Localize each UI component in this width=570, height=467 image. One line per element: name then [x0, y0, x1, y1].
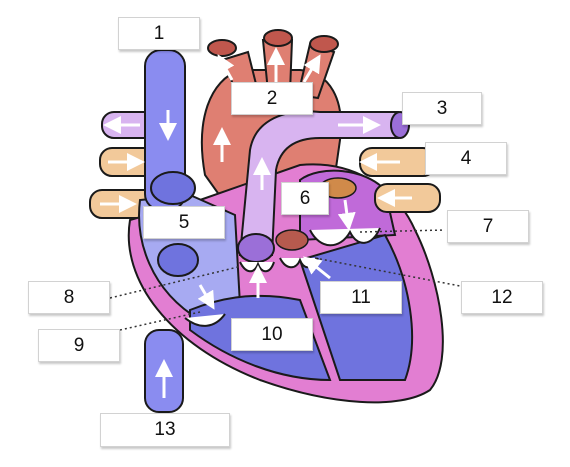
tricuspid-valve	[184, 313, 226, 327]
label-7: 7	[447, 210, 529, 243]
superior-vena-cava	[144, 49, 196, 211]
label-3: 3	[402, 92, 482, 125]
mitral-valve	[309, 227, 381, 247]
label-10: 10	[231, 318, 313, 351]
label-8: 8	[28, 281, 110, 314]
label-5: 5	[143, 206, 225, 239]
label-13: 13	[100, 413, 230, 447]
label-4: 4	[425, 142, 507, 175]
label-9: 9	[38, 329, 120, 362]
label-leader-lines	[109, 229, 461, 331]
label-11: 11	[320, 281, 402, 314]
label-6: 6	[281, 182, 329, 215]
pulmonary-valve	[237, 233, 275, 273]
blood-flow-arrows	[100, 47, 412, 398]
label-12: 12	[461, 281, 543, 314]
label-1: 1	[118, 17, 200, 50]
label-2: 2	[231, 82, 313, 115]
